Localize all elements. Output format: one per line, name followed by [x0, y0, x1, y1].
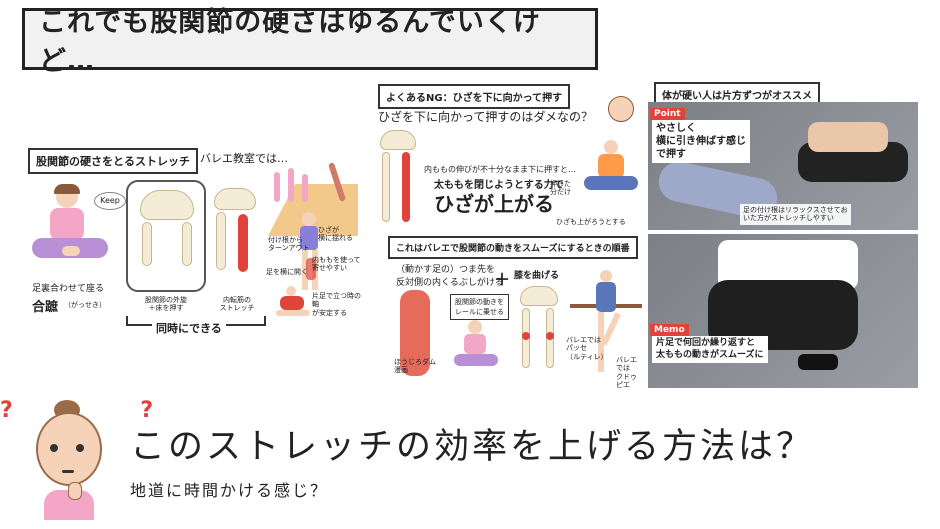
dancer-figure	[266, 204, 356, 294]
point-tag: Point	[650, 108, 685, 120]
muscle-leg-figure	[400, 290, 430, 376]
passe-dancer-figure	[588, 270, 628, 380]
plus-sign: ＋	[494, 270, 511, 289]
pelvis-bubble	[126, 180, 206, 292]
ng-big-text: ひざが上がる	[434, 192, 554, 216]
ng-question: ひざを下に向かって押すのはダメなの？	[378, 110, 594, 124]
gassho-reading: （がっせき）	[64, 301, 106, 309]
ballet-note: バレエ教室では…	[200, 152, 288, 165]
point-text: やさしく横に引き伸ばす感じで押す	[652, 120, 750, 163]
woman-face-icon	[608, 96, 634, 122]
step1-label: （動かす足の）つま先を反対側の内くるぶしがける	[396, 265, 504, 288]
question-marks-icon: ? ?	[0, 398, 214, 423]
seated-woman-figure	[28, 184, 118, 274]
page-title: これでも股関節の硬さはゆるんでいくけど…	[39, 7, 541, 77]
foot-label: 足を横に開く	[266, 268, 308, 276]
seated-girl-figure	[454, 320, 498, 374]
memo-tag: Memo	[650, 324, 689, 336]
gassho-label: 合蹠	[32, 300, 59, 315]
pelvis-label: 股関節の外旋＋床を押す	[145, 296, 187, 313]
relax-note: 足の付け根はリラックスさせておいた方がストレッチしやすい	[740, 204, 851, 225]
caption-sit: 足裏合わせて座る	[32, 284, 105, 294]
credit: ほうじろダム漫画	[394, 358, 436, 375]
seated-man-figure	[582, 140, 640, 200]
ng-heading: よくあるNG：ひざを下に向かって押す	[378, 84, 571, 109]
thinking-girl-avatar	[14, 398, 122, 522]
passe-label: バレエではパッセ（ルティレ）	[566, 336, 608, 361]
push-label: 押した分だけ	[550, 180, 571, 197]
ng-note1: 内ももの伸びが不十分なまま下に押すと…	[424, 165, 576, 174]
axis-label: 片足で立つ時の軸が安定する	[312, 292, 361, 317]
ng-note2: 太ももを閉じようとする力で	[434, 180, 564, 191]
photo-panel: 体が硬い人は片方ずつがオススメ Point やさしく横に引き伸ばす感じで押す 足…	[648, 80, 918, 388]
adductor-figure	[210, 184, 260, 284]
panel-tag: 股関節の硬さをとるストレッチ	[28, 148, 198, 174]
adductor-label: 内転筋のストレッチ	[219, 296, 255, 313]
pelvis-legs-figure	[516, 286, 562, 376]
sub-question: 地道に時間かける感じ？	[130, 481, 329, 500]
ballet-dancers	[272, 162, 362, 206]
title-box: これでも股関節の硬さはゆるんでいくけど…	[22, 7, 598, 77]
main-question: このストレッチの効率を上げる方法は？	[130, 427, 815, 467]
order-heading: これはバレエで股関節の動きをスムーズにするときの順番	[388, 236, 638, 259]
knee-label: ひざが横に揺れる	[318, 226, 353, 243]
stretch-photo-2	[648, 234, 918, 388]
hint-box: 股関節の動きをレールに乗せる	[450, 294, 509, 320]
coupe-label: バレエではクドゥピエ	[616, 356, 637, 390]
order-panel: これはバレエで股関節の動きをスムーズにするときの順番 （動かす足の）つま先を反対…	[370, 234, 642, 389]
stretch-panel: 股関節の硬さをとるストレッチ バレエ教室では… Keep 足裏合わせて座る 合蹠…	[22, 144, 365, 344]
lunge-figure	[272, 282, 322, 322]
knee-rise-label: ひざも上がろうとする	[556, 218, 626, 226]
memo-text: 片足で何回か繰り返すと太ももの動きがスムーズに	[652, 336, 768, 364]
keep-bubble: Keep	[94, 192, 126, 210]
turnout-label: 付け根からターンアウト	[268, 236, 310, 253]
thigh-label: 内ももを使って寄せやすい	[312, 256, 361, 273]
skeleton-figure	[376, 130, 420, 230]
simultaneous-label: 同時にできる	[152, 320, 226, 336]
step2-label: 膝を曲げる	[514, 271, 560, 281]
ng-panel: よくあるNG：ひざを下に向かって押す ひざを下に向かって押すのはダメなの？ 内も…	[370, 80, 642, 232]
